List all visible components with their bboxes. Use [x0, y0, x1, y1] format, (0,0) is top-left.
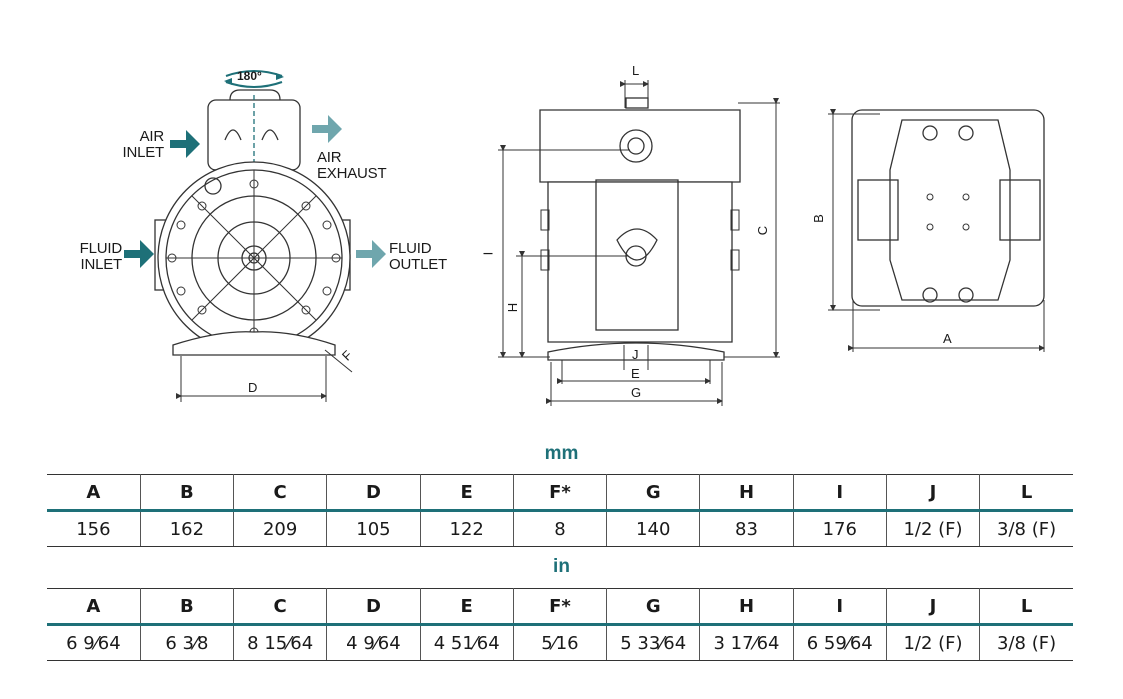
value-cell: 4 9⁄64	[326, 624, 421, 661]
header-cell: F*	[513, 474, 608, 512]
header-cell: D	[326, 588, 421, 626]
value-cell: 3 17⁄64	[699, 624, 794, 661]
side-view	[539, 97, 741, 361]
header-cell: F*	[513, 588, 608, 626]
unit-heading-mm: mm	[544, 443, 579, 464]
dim-label-c: C	[755, 225, 771, 236]
air-exhaust-label: AIR EXHAUST	[317, 149, 387, 182]
fluid-inlet-arrow	[124, 240, 154, 268]
dim-label-i: I	[480, 251, 496, 256]
air-exhaust-arrow	[312, 115, 342, 143]
air-inlet-arrow	[170, 130, 200, 158]
fluid-inlet-label: FLUID INLET	[79, 240, 123, 273]
value-cell: 209	[233, 510, 328, 547]
dim-label-h: H	[505, 302, 521, 313]
fluid-outlet-label: FLUID OUTLET	[389, 240, 447, 273]
header-cell: J	[886, 588, 981, 626]
header-cell: B	[140, 474, 235, 512]
value-cell: 156	[47, 510, 141, 547]
value-cell: 3/8 (F)	[979, 510, 1073, 547]
header-cell: A	[47, 588, 141, 626]
header-cell: H	[699, 588, 794, 626]
dim-label-g: G	[631, 385, 642, 400]
dimensions-table-in: A B C D E F* G H I J L 6 9⁄64 6 3⁄8 8 15…	[47, 588, 1073, 661]
header-cell: C	[233, 588, 328, 626]
dim-label-l: L	[632, 63, 640, 78]
value-cell: 105	[326, 510, 421, 547]
value-cell: 83	[699, 510, 794, 547]
header-cell: B	[140, 588, 235, 626]
value-cell: 1/2 (F)	[886, 510, 981, 547]
unit-heading-in: in	[553, 556, 570, 577]
dim-label-e: E	[631, 366, 640, 381]
header-cell: L	[979, 588, 1073, 626]
value-cell: 162	[140, 510, 235, 547]
header-cell: D	[326, 474, 421, 512]
header-cell: J	[886, 474, 981, 512]
value-cell: 5 33⁄64	[606, 624, 701, 661]
dimensions-table-mm: A B C D E F* G H I J L 156 162 209 105 1…	[47, 474, 1073, 547]
value-cell: 8	[513, 510, 608, 547]
header-cell: H	[699, 474, 794, 512]
dim-label-a: A	[943, 331, 952, 346]
value-cell: 4 51⁄64	[420, 624, 514, 661]
value-cell: 8 15⁄64	[233, 624, 328, 661]
header-cell: G	[606, 588, 701, 626]
value-cell: 6 3⁄8	[140, 624, 235, 661]
header-cell: C	[233, 474, 328, 512]
header-cell: G	[606, 474, 701, 512]
table-header-row: A B C D E F* G H I J L	[47, 588, 1073, 626]
top-view	[851, 109, 1045, 307]
value-cell: 5⁄16	[513, 624, 608, 661]
table-header-row: A B C D E F* G H I J L	[47, 474, 1073, 512]
value-cell: 140	[606, 510, 701, 547]
value-cell: 3/8 (F)	[979, 624, 1073, 661]
dim-label-d: D	[248, 380, 258, 395]
header-cell: E	[420, 474, 514, 512]
fluid-outlet-arrow	[356, 240, 386, 268]
front-view	[154, 70, 351, 356]
value-cell: 1/2 (F)	[886, 624, 981, 661]
pump-drawings	[124, 70, 1045, 406]
dim-label-j: J	[632, 347, 639, 362]
header-cell: L	[979, 474, 1073, 512]
value-cell: 176	[793, 510, 887, 547]
header-cell: E	[420, 588, 514, 626]
rotation-label: 180°	[237, 69, 262, 83]
header-cell: I	[793, 474, 887, 512]
dim-label-b: B	[810, 214, 826, 223]
value-cell: 6 9⁄64	[47, 624, 141, 661]
value-cell: 6 59⁄64	[793, 624, 887, 661]
value-cell: 122	[420, 510, 514, 547]
table-row: 156 162 209 105 122 8 140 83 176 1/2 (F)…	[47, 510, 1073, 547]
header-cell: A	[47, 474, 141, 512]
table-row: 6 9⁄64 6 3⁄8 8 15⁄64 4 9⁄64 4 51⁄64 5⁄16…	[47, 624, 1073, 661]
header-cell: I	[793, 588, 887, 626]
air-inlet-label: AIR INLET	[122, 128, 164, 161]
